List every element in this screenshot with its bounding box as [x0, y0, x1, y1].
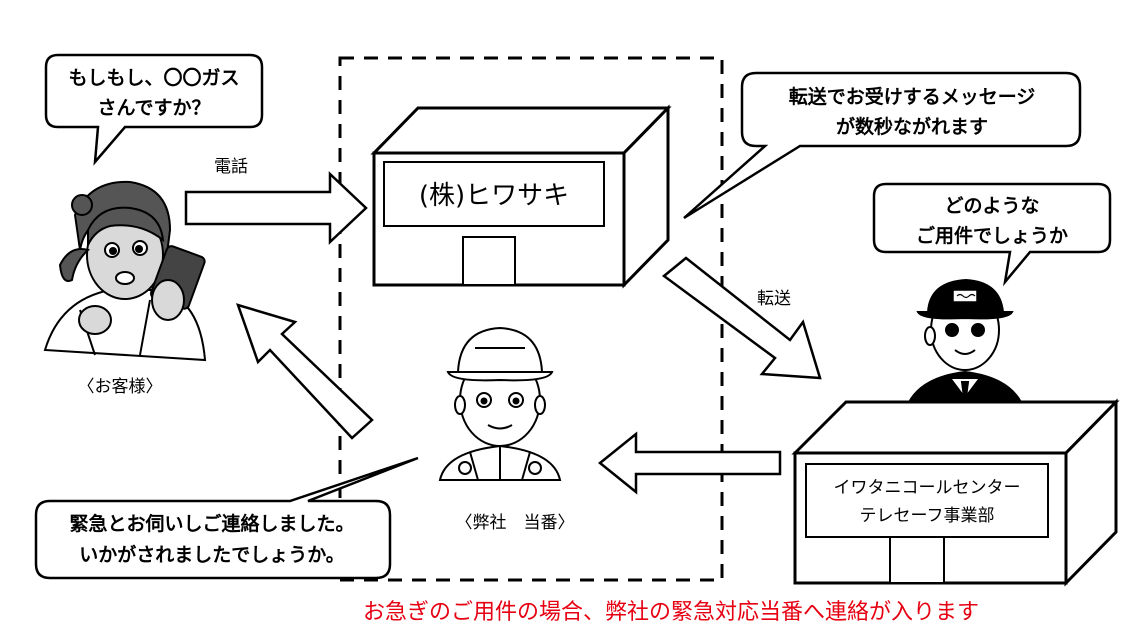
phone-arrow: [184, 171, 368, 245]
message-speech-bubble: 転送でお受けするメッセージ が数秒ながれます: [683, 71, 1082, 220]
duty-bubble-line1: 緊急とお伺いしご連絡しました。: [69, 512, 354, 535]
notify-arrow: [598, 431, 782, 495]
phone-label: 電話: [214, 157, 248, 177]
operator-illustration: [903, 278, 1027, 413]
company-name: (株)ヒワサキ: [419, 181, 569, 211]
operator-bubble-line1: どのような: [944, 195, 1039, 217]
company-boundary: [338, 56, 724, 582]
duty-label: 〈弊社 当番〉: [456, 513, 575, 533]
callback-arrow: [236, 303, 374, 440]
call-center-building: [791, 398, 1120, 587]
call-center-name-line1: イワタニコールセンター: [834, 478, 1021, 498]
customer-illustration: [43, 180, 207, 362]
call-center-name-line2: テレセーフ事業部: [860, 506, 995, 526]
company-building: [370, 104, 672, 289]
customer-bubble-line2: さんですか？: [97, 97, 210, 119]
transfer-arrow: [661, 256, 822, 380]
customer-bubble-line1: もしもし、〇〇ガス: [68, 67, 239, 89]
duty-speech-bubble: 緊急とお伺いしご連絡しました。 いかがされましたでしょうか。: [34, 456, 419, 580]
operator-speech-bubble: どのような ご用件でしょうか: [872, 182, 1112, 287]
duty-staff-illustration: [438, 326, 562, 481]
customer-speech-bubble: もしもし、〇〇ガス さんですか？: [44, 53, 264, 166]
message-bubble-line1: 転送でお受けするメッセージ: [789, 85, 1036, 108]
message-bubble-line2: が数秒ながれます: [836, 115, 988, 138]
customer-label: 〈お客様〉: [78, 377, 163, 397]
emergency-notice: お急ぎのご用件の場合、弊社の緊急対応当番へ連絡が入ります: [363, 600, 979, 625]
transfer-label: 転送: [757, 289, 791, 309]
operator-bubble-line2: ご用件でしょうか: [916, 224, 1068, 247]
duty-bubble-line2: いかがされましたでしょうか。: [79, 543, 345, 566]
